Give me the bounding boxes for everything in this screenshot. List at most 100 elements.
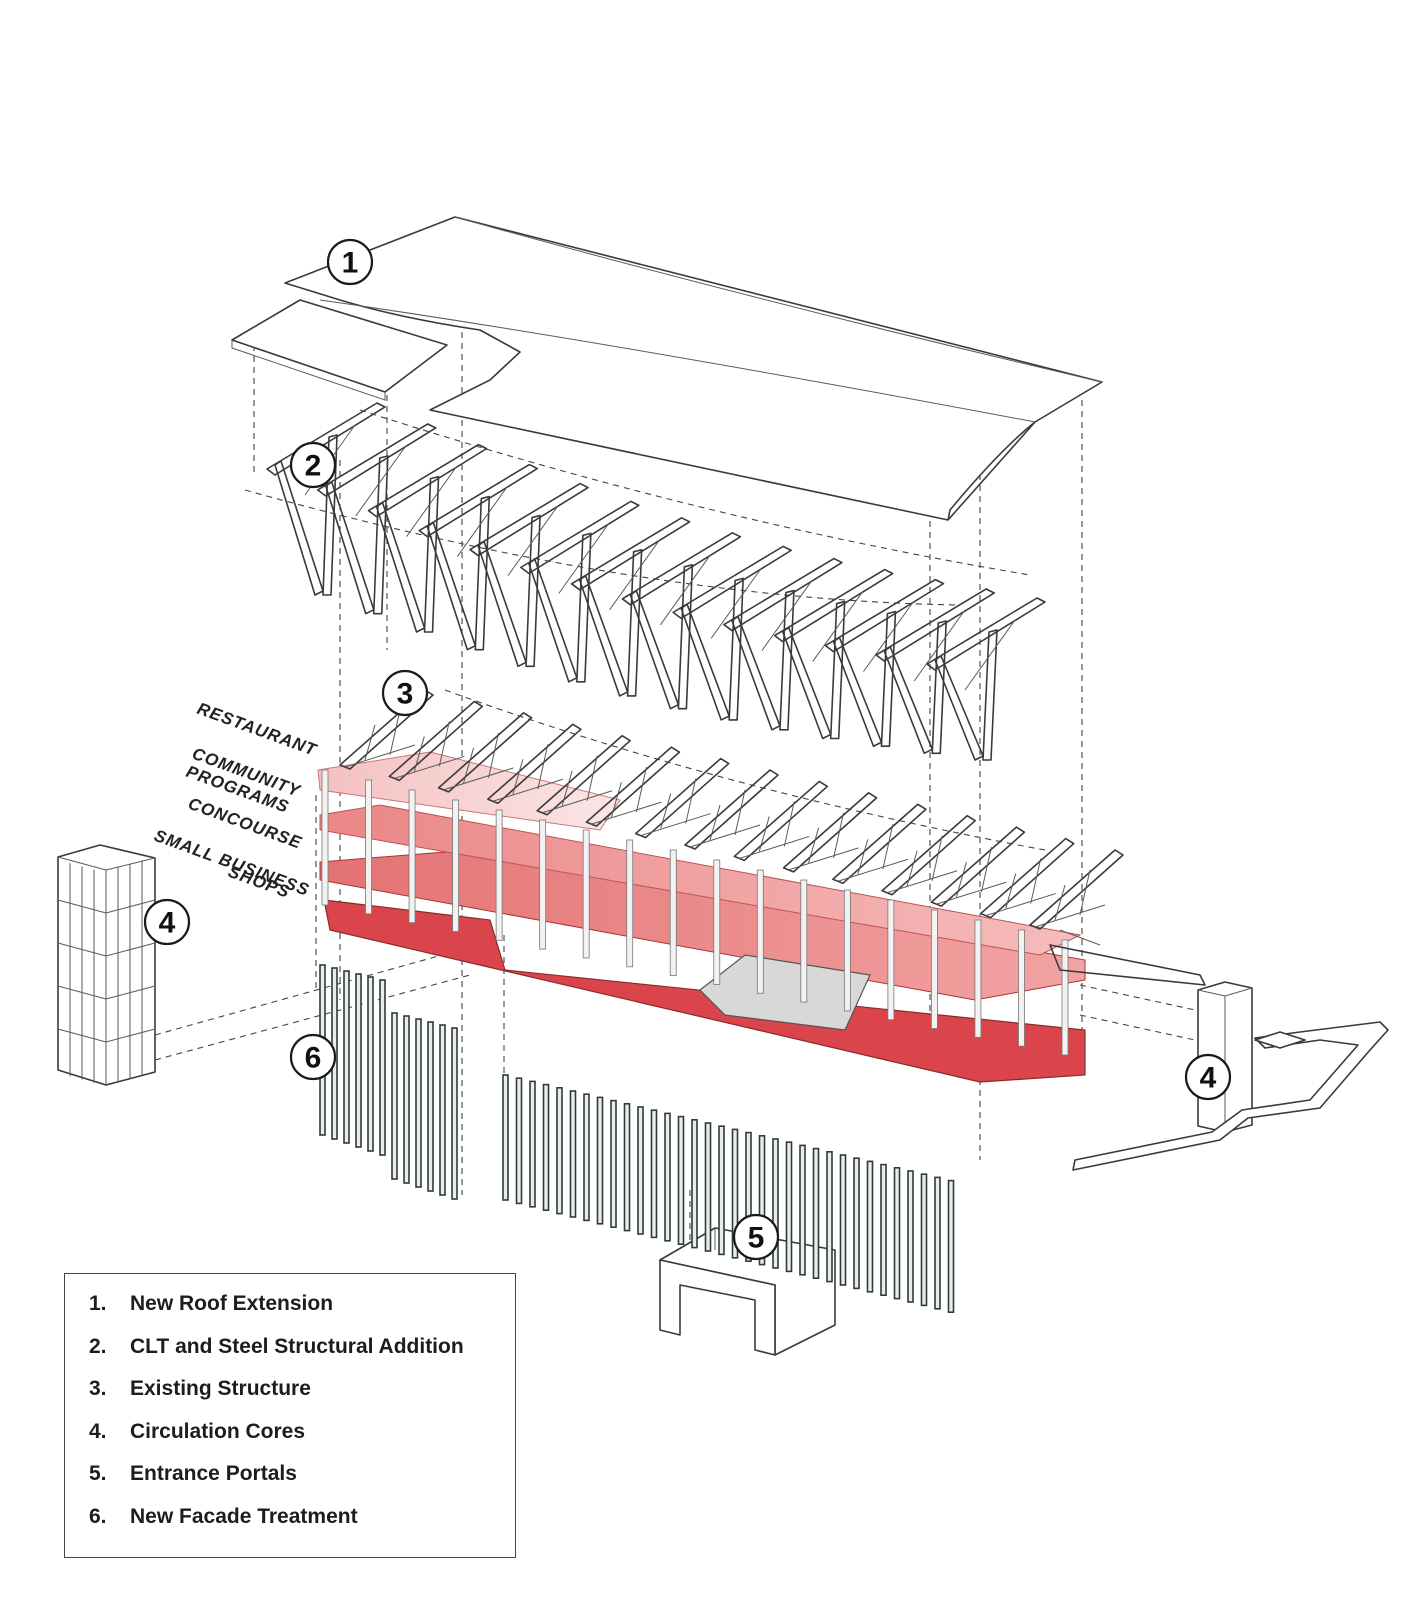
roof-truss — [437, 712, 533, 793]
structure-columns — [321, 769, 1069, 1056]
facade-fin — [391, 1012, 398, 1180]
legend-text: Circulation Cores — [130, 1419, 306, 1443]
facade-fin — [610, 1099, 617, 1228]
roof-truss — [979, 837, 1075, 919]
facade-fin — [826, 1151, 833, 1283]
facade-fin — [596, 1096, 604, 1225]
facade-fin — [731, 1128, 739, 1259]
legend-number: 1. — [89, 1292, 107, 1315]
facade-fin — [839, 1154, 847, 1286]
facade-fin — [664, 1112, 671, 1242]
legend-item: 3. Existing Structure — [89, 1377, 515, 1420]
facade-fin — [415, 1018, 422, 1188]
facade-fin — [637, 1106, 644, 1235]
roof-extension — [231, 216, 1103, 521]
facade-fin — [502, 1074, 509, 1201]
roof-truss — [388, 700, 484, 782]
svg-text:4: 4 — [1200, 1062, 1217, 1095]
roof-truss — [930, 826, 1026, 907]
facade-fin — [623, 1103, 631, 1232]
facade-fin — [893, 1167, 901, 1300]
roof-truss — [832, 803, 927, 885]
facade-fin — [866, 1160, 874, 1293]
facade-fin — [758, 1135, 766, 1266]
badge-core-left: 4 — [143, 898, 191, 946]
facade-fin — [920, 1173, 928, 1307]
facade-fin — [853, 1157, 860, 1290]
legend-item: 1. New Roof Extension — [89, 1292, 515, 1335]
legend-number: 6. — [89, 1504, 107, 1528]
structure-column — [539, 819, 547, 950]
existing-structure — [317, 689, 1206, 1083]
legend-text: CLT and Steel Structural Addition — [130, 1334, 464, 1358]
structure-column — [408, 789, 416, 924]
facade-fin — [812, 1147, 820, 1279]
badge-facade: 6 — [289, 1033, 337, 1081]
roof-truss — [487, 723, 582, 805]
badge-existing: 3 — [381, 669, 429, 717]
facade-fin — [427, 1021, 434, 1192]
facade-fin — [451, 1027, 458, 1200]
legend-text: Existing Structure — [130, 1377, 311, 1401]
structure-column — [495, 809, 503, 941]
svg-text:6: 6 — [305, 1042, 322, 1075]
clt-frame — [469, 482, 589, 668]
facade-fin — [947, 1179, 955, 1313]
legend-text: Entrance Portals — [130, 1462, 297, 1486]
existing-roof-trusses — [339, 689, 1124, 930]
clt-frame — [316, 423, 437, 615]
roof-truss — [782, 792, 878, 873]
facade-fin — [556, 1087, 563, 1215]
roof-truss — [733, 780, 829, 862]
roof-truss — [881, 814, 976, 896]
facade-fin — [515, 1077, 523, 1205]
facade-fin — [569, 1090, 577, 1218]
structure-column — [669, 849, 677, 976]
badge-portal: 5 — [732, 1213, 780, 1261]
structure-column — [756, 869, 764, 994]
facade-fin — [379, 979, 386, 1156]
clt-frame — [672, 545, 792, 721]
facade-fin — [785, 1141, 793, 1273]
clt-frame — [418, 463, 539, 651]
legend-number: 3. — [89, 1377, 107, 1401]
badge-core-right: 4 — [1184, 1053, 1232, 1101]
svg-text:3: 3 — [397, 678, 414, 711]
facade-fin — [343, 970, 350, 1144]
svg-text:2: 2 — [305, 450, 322, 483]
structure-column — [713, 859, 721, 985]
legend-number: 2. — [89, 1334, 107, 1358]
structure-column — [365, 779, 372, 915]
structure-column — [843, 889, 851, 1012]
structure-column — [321, 769, 329, 906]
svg-text:1: 1 — [342, 247, 359, 280]
structure-column — [452, 799, 459, 932]
svg-text:5: 5 — [748, 1222, 765, 1255]
legend-text: New Facade Treatment — [130, 1504, 358, 1528]
legend-text: New Roof Extension — [130, 1292, 334, 1315]
clt-frame — [875, 588, 996, 755]
facade-fin — [403, 1015, 410, 1184]
clt-frame — [520, 500, 640, 683]
roof-truss — [684, 769, 779, 850]
clt-frame — [621, 532, 742, 710]
facade-fin — [583, 1093, 590, 1222]
facade-fin — [745, 1131, 752, 1262]
structure-column — [974, 919, 982, 1038]
svg-text:4: 4 — [159, 907, 176, 940]
badge-frames: 2 — [289, 441, 337, 489]
legend-item: 6. New Facade Treatment — [89, 1505, 515, 1548]
roof-truss — [1029, 849, 1124, 930]
structure-column — [800, 879, 808, 1003]
facade-fin — [934, 1176, 941, 1310]
legend-box: 1. New Roof Extension 2. CLT and Steel S… — [64, 1273, 516, 1558]
roof-truss — [585, 746, 681, 827]
clt-frame — [570, 517, 691, 697]
facade-fin — [880, 1163, 887, 1296]
clt-steel-frames — [266, 402, 1046, 761]
clt-frame — [723, 557, 843, 731]
structure-column — [626, 839, 634, 968]
legend-item: 2. CLT and Steel Structural Addition — [89, 1335, 515, 1378]
roof-truss — [634, 757, 730, 839]
facade-fin — [542, 1083, 550, 1211]
